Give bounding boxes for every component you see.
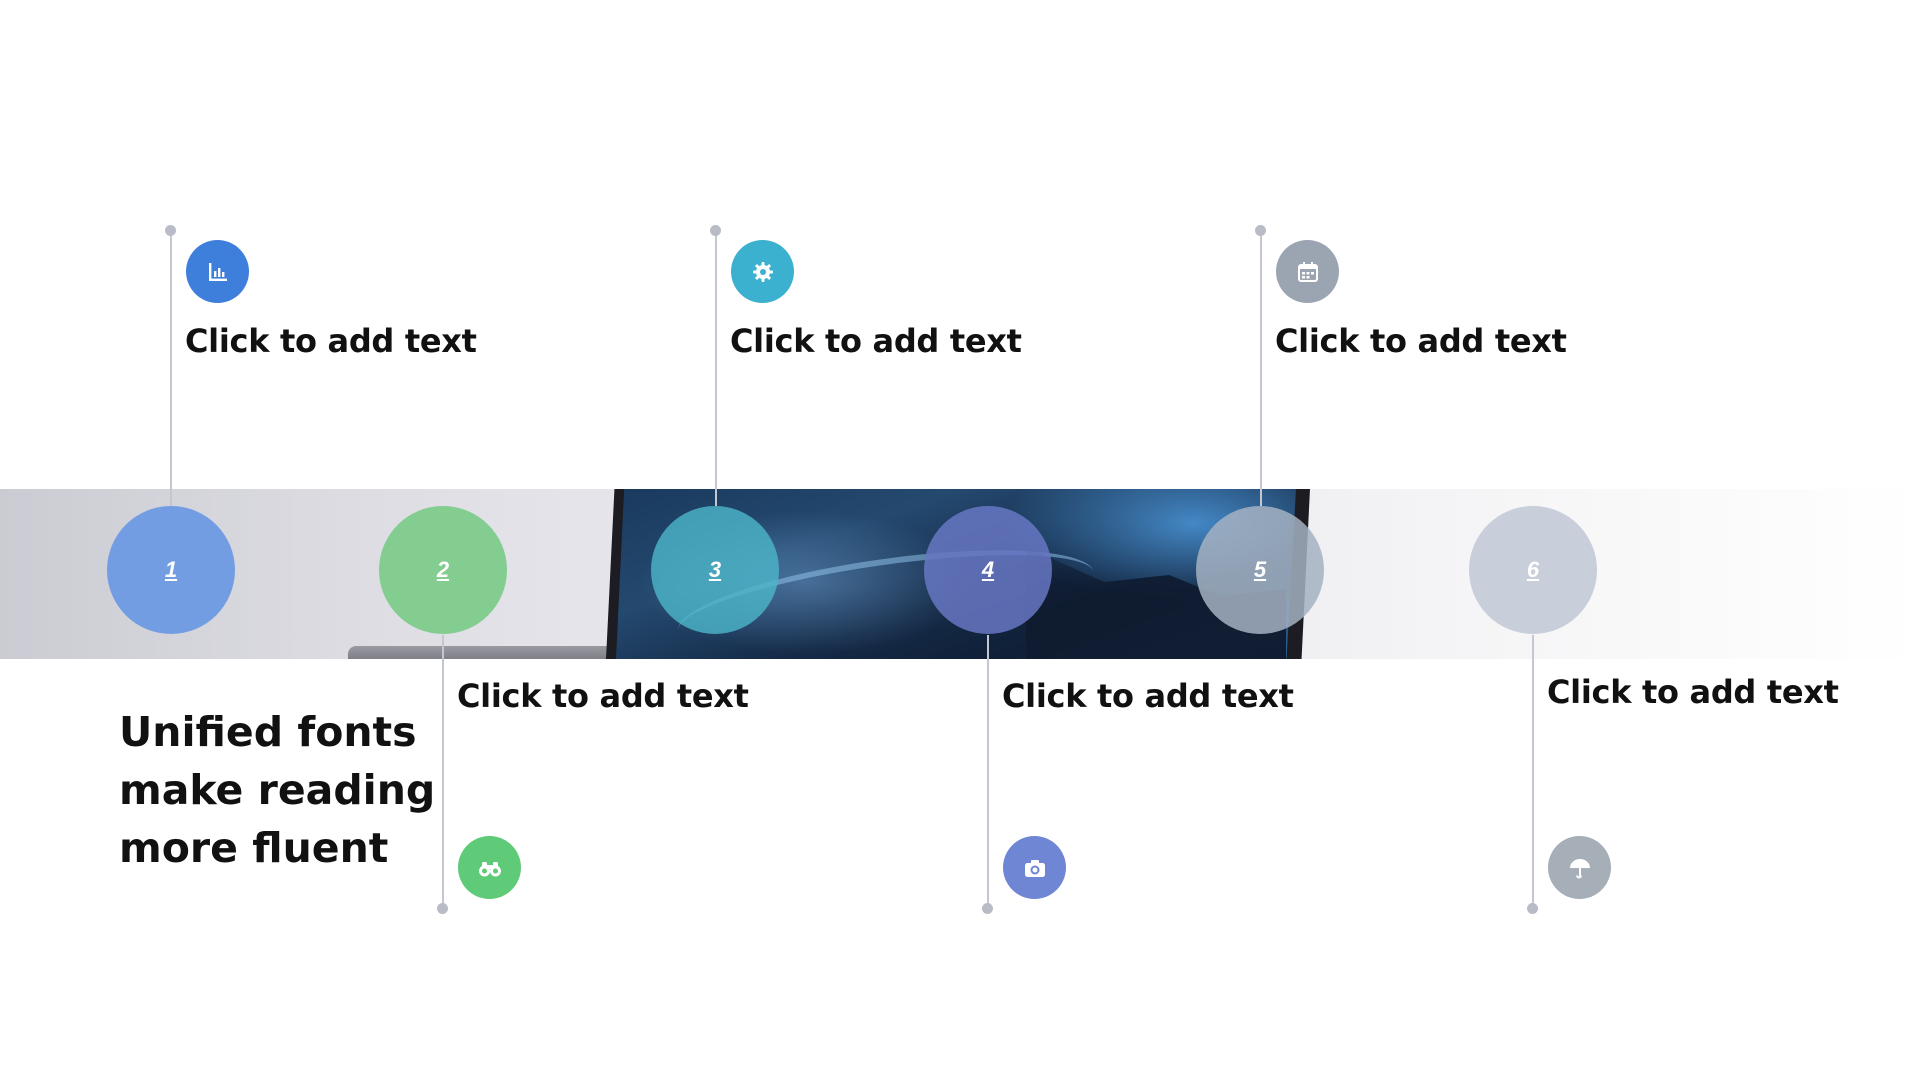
connector-line-3 (715, 231, 717, 506)
camera-glyph (1024, 859, 1045, 877)
connector-line-5 (1260, 231, 1262, 506)
node-number-4[interactable]: 4 (981, 557, 995, 582)
gear-glyph (752, 261, 773, 282)
timeline-node-3[interactable]: 3 (651, 506, 779, 634)
connector-line-2 (442, 635, 444, 909)
connector-line-1 (170, 231, 172, 506)
bar-chart-icon (186, 240, 249, 303)
item-3-text[interactable]: Click to add text (730, 322, 1022, 360)
connector-dot-5 (1255, 225, 1266, 236)
binoculars-glyph (478, 861, 501, 876)
camera-icon (1003, 836, 1066, 899)
node-number-2[interactable]: 2 (436, 557, 450, 582)
bar-chart-glyph (208, 262, 227, 281)
timeline-node-5[interactable]: 5 (1196, 506, 1324, 634)
laptop-base (348, 646, 618, 659)
timeline-node-1[interactable]: 1 (107, 506, 235, 634)
headline[interactable]: Unified fonts make reading more fluent (119, 708, 436, 872)
timeline-node-4[interactable]: 4 (924, 506, 1052, 634)
node-number-3[interactable]: 3 (708, 557, 722, 582)
calendar-icon (1276, 240, 1339, 303)
connector-line-6 (1532, 635, 1534, 909)
timeline-node-6[interactable]: 6 (1469, 506, 1597, 634)
item-1-text[interactable]: Click to add text (185, 322, 477, 360)
timeline-node-2[interactable]: 2 (379, 506, 507, 634)
item-5-text[interactable]: Click to add text (1275, 322, 1567, 360)
node-number-5[interactable]: 5 (1253, 557, 1267, 582)
connector-dot-2 (437, 903, 448, 914)
calendar-glyph (1297, 261, 1318, 282)
node-number-6[interactable]: 6 (1526, 557, 1540, 582)
umbrella-glyph (1569, 858, 1590, 878)
connector-dot-1 (165, 225, 176, 236)
item-6-text[interactable]: Click to add text (1547, 673, 1839, 711)
umbrella-icon (1548, 836, 1611, 899)
node-number-1[interactable]: 1 (164, 557, 178, 582)
item-2-text[interactable]: Click to add text (457, 677, 749, 715)
binoculars-icon (458, 836, 521, 899)
connector-dot-3 (710, 225, 721, 236)
connector-dot-6 (1527, 903, 1538, 914)
connector-line-4 (987, 635, 989, 909)
connector-dot-4 (982, 903, 993, 914)
gear-icon (731, 240, 794, 303)
item-4-text[interactable]: Click to add text (1002, 677, 1294, 715)
